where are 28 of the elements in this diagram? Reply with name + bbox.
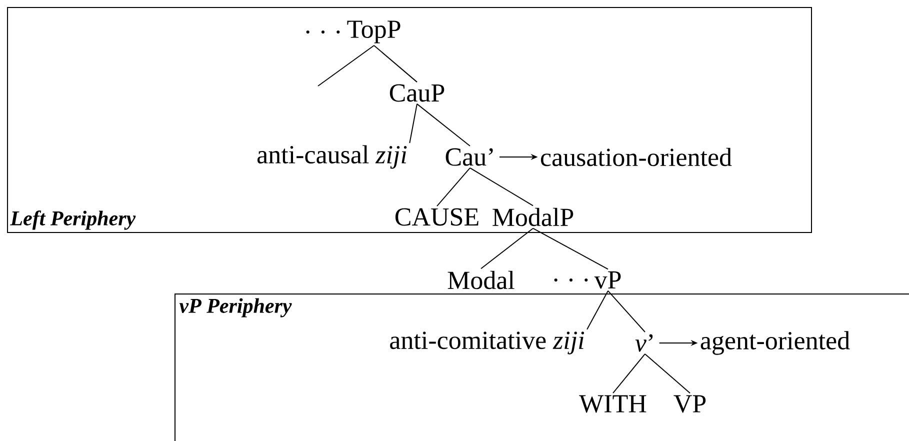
tree-label: CAUSE xyxy=(395,208,478,226)
tree-branch xyxy=(436,167,470,207)
tree-label: WITH xyxy=(579,395,646,413)
tree-label: Cau’ xyxy=(446,148,493,166)
tree-label: agent-oriented xyxy=(700,331,850,355)
tree-label: v’ xyxy=(635,334,653,352)
tree-label: vP xyxy=(594,271,621,289)
tree-branch xyxy=(644,353,690,394)
tree-label: ModalP xyxy=(492,208,574,226)
tree-label: Modal xyxy=(448,270,514,290)
ellipsis: . . . xyxy=(554,278,588,282)
tree-branch xyxy=(608,290,646,333)
tree-label: CauP xyxy=(390,84,444,102)
tree-branch xyxy=(612,353,646,394)
tree-branch xyxy=(374,44,418,83)
tree-label: causation-oriented xyxy=(540,148,732,166)
tree-branch xyxy=(416,103,470,147)
tree-branch xyxy=(318,44,374,86)
tree-label: TopP xyxy=(347,20,400,44)
tree-branch xyxy=(470,167,534,206)
tree-label: VP xyxy=(674,395,706,413)
ellipsis: . . . xyxy=(306,30,340,34)
tree-label: anti-comitative ziji xyxy=(390,332,584,354)
tree-branch xyxy=(586,290,608,330)
tree-branch xyxy=(532,228,608,270)
tree-branch xyxy=(409,103,418,144)
tree-label: anti-causal ziji xyxy=(257,145,407,169)
tree-branch xyxy=(480,228,534,270)
